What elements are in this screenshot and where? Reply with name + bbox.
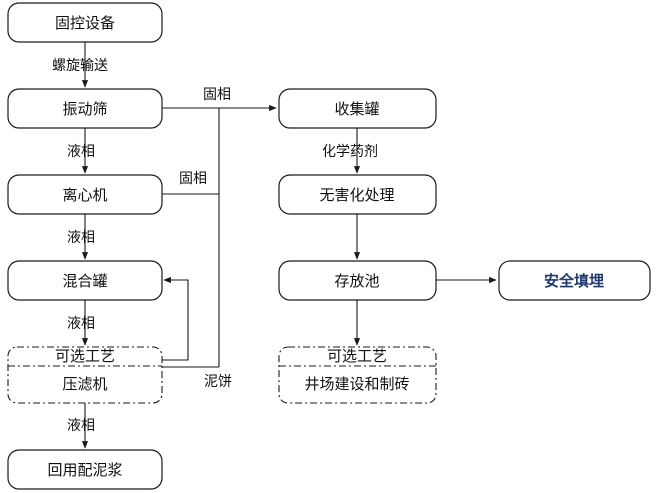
edge-labels: 螺旋输送 液相 液相 液相 液相 固相 固相 泥饼 化学药剂 xyxy=(52,58,378,434)
arrow-filter-return-to-mixing xyxy=(162,276,189,361)
node-shaker-label: 振动筛 xyxy=(62,100,107,118)
node-safe-landfill: 安全填埋 xyxy=(498,260,651,301)
label-solid-1: 固相 xyxy=(203,87,231,103)
label-chemical: 化学药剂 xyxy=(322,144,378,160)
node-shaker: 振动筛 xyxy=(7,88,163,129)
node-centrifuge: 离心机 xyxy=(7,174,163,215)
node-mixing-tank-label: 混合罐 xyxy=(62,272,107,290)
label-screw: 螺旋输送 xyxy=(52,58,108,74)
node-reuse: 回用配泥浆 xyxy=(7,449,163,490)
node-filter-press-optional-label: 可选工艺 xyxy=(55,347,115,365)
label-liquid-2: 液相 xyxy=(67,230,95,246)
node-filter-press-label: 压滤机 xyxy=(62,375,107,393)
node-reuse-label: 回用配泥浆 xyxy=(47,461,122,479)
connectors xyxy=(81,42,497,449)
node-storage-pool: 存放池 xyxy=(278,260,437,301)
node-filter-press: 可选工艺 压滤机 xyxy=(7,346,163,404)
node-storage-pool-label: 存放池 xyxy=(334,272,379,290)
label-cake: 泥饼 xyxy=(204,374,232,390)
label-liquid-3: 液相 xyxy=(67,316,95,332)
node-centrifuge-label: 离心机 xyxy=(62,186,107,204)
node-brick-label: 井场建设和制砖 xyxy=(304,375,409,393)
node-harmless-label: 无害化处理 xyxy=(319,186,394,204)
node-harmless: 无害化处理 xyxy=(278,174,437,215)
node-brick-optional-label: 可选工艺 xyxy=(327,347,387,365)
label-liquid-4: 液相 xyxy=(67,418,95,434)
node-collection-tank: 收集罐 xyxy=(278,88,437,129)
node-safe-landfill-label: 安全填埋 xyxy=(544,272,604,290)
label-solid-2: 固相 xyxy=(179,171,207,187)
node-brick: 可选工艺 井场建设和制砖 xyxy=(278,346,437,404)
label-liquid-1: 液相 xyxy=(67,144,95,160)
node-solid-control: 固控设备 xyxy=(7,2,163,43)
node-solid-control-label: 固控设备 xyxy=(55,14,115,32)
node-collection-tank-label: 收集罐 xyxy=(334,100,379,118)
node-mixing-tank: 混合罐 xyxy=(7,260,163,301)
